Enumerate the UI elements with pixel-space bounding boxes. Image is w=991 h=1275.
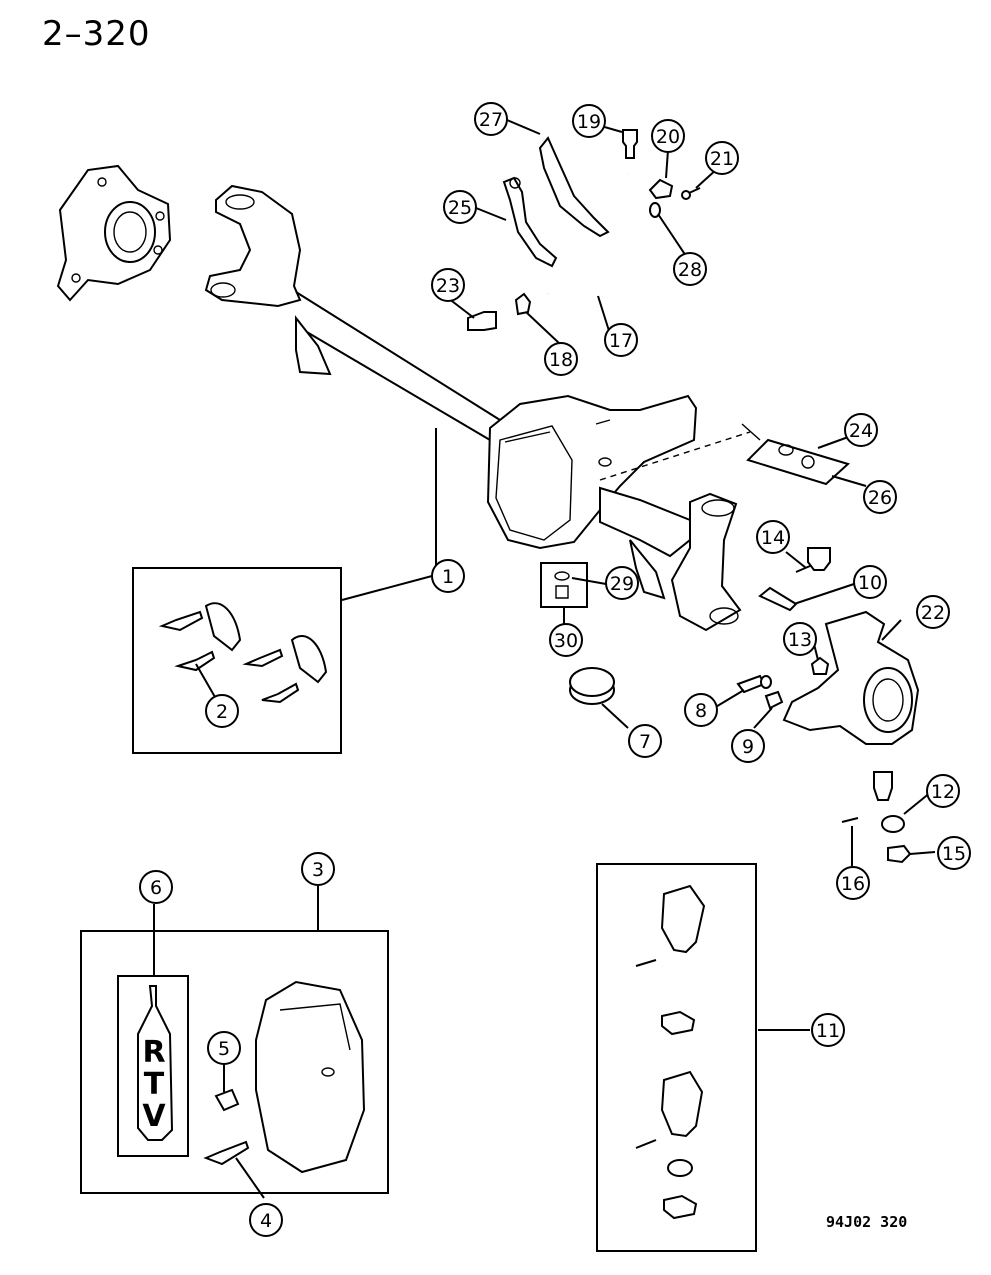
svg-text:16: 16 (841, 873, 865, 895)
cotter-16 (841, 817, 859, 823)
callout-2: 2 (205, 694, 239, 728)
callout-21: 21 (705, 141, 739, 175)
vent-fitting (622, 129, 638, 159)
nut-15 (887, 844, 912, 864)
bracket-25 (502, 176, 558, 268)
callout-7: 7 (628, 724, 662, 758)
ball-joint-14 (795, 547, 831, 573)
svg-text:1: 1 (442, 566, 454, 588)
svg-text:10: 10 (858, 572, 882, 594)
svg-text:20: 20 (656, 126, 680, 148)
svg-text:19: 19 (577, 111, 601, 133)
figure-code: 94J02 320 (826, 1213, 908, 1231)
svg-text:27: 27 (479, 109, 503, 131)
callout-15: 15 (937, 836, 971, 870)
svg-text:29: 29 (610, 573, 634, 595)
svg-text:17: 17 (609, 330, 633, 352)
callout-5: 5 (207, 1031, 241, 1065)
cover-plug-5 (214, 1088, 240, 1112)
svg-text:21: 21 (710, 148, 734, 170)
svg-text:6: 6 (150, 877, 162, 899)
leader-lines (153, 119, 936, 1199)
washer-28 (649, 202, 661, 218)
callout-10: 10 (853, 565, 887, 599)
callout-20: 20 (651, 119, 685, 153)
svg-text:7: 7 (639, 731, 651, 753)
callout-28: 28 (673, 252, 707, 286)
callout-6: 6 (139, 870, 173, 904)
adjusting-sleeve-8 (736, 674, 772, 694)
callout-9: 9 (731, 729, 765, 763)
callout-16: 16 (836, 866, 870, 900)
rtv-tube: R T V (117, 975, 189, 1157)
fitting-23 (467, 311, 497, 331)
callout-4: 4 (249, 1203, 283, 1237)
svg-text:8: 8 (695, 700, 707, 722)
svg-text:18: 18 (549, 349, 573, 371)
svg-text:25: 25 (448, 197, 472, 219)
callout-23: 23 (431, 268, 465, 302)
cover-kit-box (80, 930, 389, 1194)
axle-seal (569, 667, 615, 705)
rtv-letter-t: T (144, 1067, 165, 1102)
callout-29: 29 (605, 566, 639, 600)
svg-text:26: 26 (868, 487, 892, 509)
svg-text:4: 4 (260, 1210, 272, 1232)
nut-9 (764, 690, 784, 710)
svg-text:24: 24 (849, 420, 873, 442)
rtv-letter-r: R (142, 1035, 165, 1070)
ball-joint-kit-box (596, 863, 757, 1252)
strap-27 (538, 136, 610, 238)
callout-3: 3 (301, 852, 335, 886)
axle-housing (204, 184, 742, 632)
callout-13: 13 (783, 622, 817, 656)
differential-cover (255, 980, 366, 1174)
callout-14: 14 (756, 520, 790, 554)
fill-plug-tag (540, 562, 588, 608)
callout-8: 8 (684, 693, 718, 727)
cover-bolt-4 (203, 1140, 250, 1166)
svg-text:2: 2 (216, 701, 228, 723)
callout-27: 27 (474, 102, 508, 136)
callout-12: 12 (926, 774, 960, 808)
svg-text:28: 28 (678, 259, 702, 281)
nut-18 (514, 292, 532, 316)
svg-text:14: 14 (761, 527, 785, 549)
bolt-21 (681, 187, 701, 200)
callout-26: 26 (863, 480, 897, 514)
svg-text:11: 11 (816, 1020, 840, 1042)
ball-joint-12 (873, 771, 905, 833)
bolt-kit-box (132, 567, 342, 754)
rtv-letter-v: V (142, 1099, 166, 1134)
callout-17: 17 (604, 323, 638, 357)
bolt-kit-contents (158, 602, 328, 704)
callout-1: 1 (431, 559, 465, 593)
callout-11: 11 (811, 1013, 845, 1047)
svg-text:23: 23 (436, 275, 460, 297)
page-title: 2–320 (42, 14, 151, 54)
svg-text:3: 3 (312, 859, 324, 881)
vent-hose (545, 173, 634, 298)
breather-tag (599, 423, 850, 486)
callout-22: 22 (916, 595, 950, 629)
nut-13 (810, 656, 830, 675)
left-steering-knuckle (56, 164, 172, 302)
svg-text:22: 22 (921, 602, 945, 624)
svg-text:15: 15 (942, 843, 966, 865)
right-steering-knuckle (782, 610, 920, 745)
callout-19: 19 (572, 104, 606, 138)
svg-text:13: 13 (788, 629, 812, 651)
svg-text:30: 30 (554, 630, 578, 652)
svg-text:12: 12 (931, 781, 955, 803)
callout-25: 25 (443, 190, 477, 224)
ball-joint-kit-contents (635, 884, 706, 1220)
bolt-10 (758, 586, 798, 612)
svg-text:9: 9 (742, 736, 754, 758)
callout-24: 24 (844, 413, 878, 447)
svg-text:5: 5 (218, 1038, 230, 1060)
callout-30: 30 (549, 623, 583, 657)
callout-18: 18 (544, 342, 578, 376)
bracket-20 (648, 178, 674, 200)
